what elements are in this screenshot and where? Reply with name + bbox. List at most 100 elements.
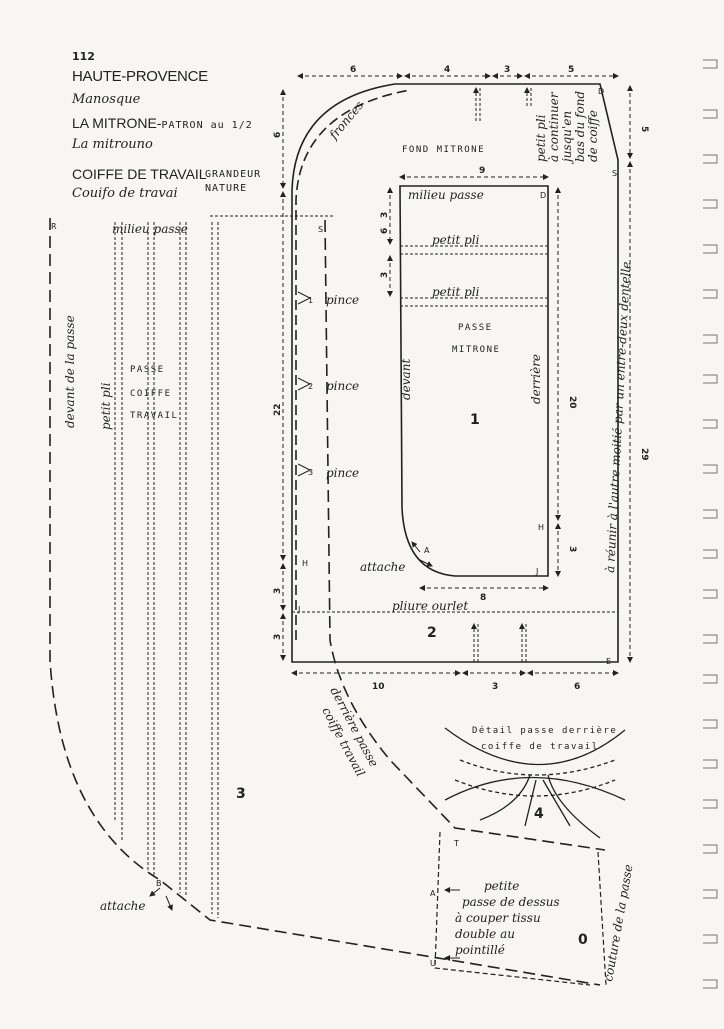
- passe-mitrone-label-1: PASSE: [458, 323, 493, 333]
- dim-inner-7: 8: [480, 593, 486, 603]
- cap-title: COIFFE DE TRAVAIL: [72, 166, 207, 182]
- attache-label-1: attache: [360, 560, 406, 574]
- pliure-ourlet-label: pliure ourlet: [392, 599, 468, 613]
- petite-passe-outline: [434, 831, 607, 986]
- reunir-label: à réunir à l'autre moitié par un entre-d…: [603, 261, 633, 573]
- point-r: R: [51, 222, 57, 231]
- petite-passe-line-4: double au: [455, 927, 515, 941]
- petit-pli-label-3: petit pli: [99, 382, 113, 430]
- petite-passe-line-1: petite: [484, 879, 519, 893]
- continuer-line-2: à continuer: [547, 91, 561, 162]
- grain-lines: [471, 87, 532, 664]
- dim-right-2: 29: [639, 448, 649, 461]
- dim-top-2: 4: [444, 65, 450, 75]
- milieu-passe-label-1: milieu passe: [408, 188, 484, 202]
- petite-passe-label: petite passe de dessus à couper tissu do…: [455, 879, 560, 957]
- dim-bottom-3: 6: [574, 682, 580, 692]
- dim-inner-1: 9: [479, 166, 485, 176]
- dim-inner-3: 6: [380, 228, 390, 234]
- point-j-1: J: [297, 605, 300, 614]
- dim-inner-4: 3: [380, 272, 390, 278]
- point-d-2: D: [540, 191, 546, 200]
- pince-label-3: pince: [326, 466, 359, 480]
- dim-right-1: 5: [639, 126, 649, 132]
- dim-bottom-2: 3: [492, 682, 498, 692]
- point-t: T: [453, 839, 459, 848]
- cap-size-line-2: NATURE: [205, 183, 248, 194]
- piece-0-number: 0: [578, 932, 588, 948]
- pince-label-2: pince: [326, 379, 359, 393]
- passe-coiffe-pleats: [114, 222, 219, 918]
- fond-mitrone-outline: [291, 83, 619, 663]
- point-a-1: A: [424, 546, 430, 555]
- point-s-2: S: [612, 169, 617, 178]
- detail-sketch: [444, 727, 626, 839]
- derriere-label: derrière: [529, 354, 543, 404]
- petite-passe-line-5: pointillé: [455, 943, 505, 957]
- pince-point-2: 2: [308, 382, 313, 391]
- passe-mitrone-outline: [399, 185, 549, 577]
- point-h-1: H: [302, 559, 308, 568]
- devant-passe-label: devant de la passe: [63, 315, 77, 428]
- piece-4-number: 4: [534, 806, 544, 822]
- attache-label-2: attache: [100, 899, 146, 913]
- pince-marks: [297, 291, 312, 477]
- milieu-passe-label-3: milieu passe: [112, 222, 188, 236]
- petit-pli-continuer-label: petit pli à continuer jusqu'en bas du fo…: [534, 91, 600, 165]
- continuer-line-5: de coiffe: [586, 110, 600, 162]
- petit-pli-label-2: petit pli: [432, 285, 480, 299]
- pattern-scale: PATRON au 1/2: [161, 120, 253, 131]
- petit-pli-lines: [210, 215, 618, 613]
- dim-left-1: 6: [273, 132, 283, 138]
- point-b: B: [156, 879, 162, 888]
- point-e: E: [606, 657, 611, 666]
- devant-label: devant: [399, 359, 413, 400]
- dim-left-4: 3: [273, 634, 283, 640]
- fronces-label: fronces: [326, 98, 366, 142]
- cap-local-name: Couifo de travai: [72, 186, 178, 201]
- pattern-title: LA MITRONE-PATRON au 1/2: [72, 115, 253, 131]
- piece-2-number: 2: [427, 625, 437, 641]
- continuer-line-1: petit pli: [534, 114, 548, 162]
- couture-passe-label: couture de la passe: [601, 863, 635, 982]
- dim-top-1: 6: [350, 65, 356, 75]
- binder-holes: [703, 59, 718, 989]
- dim-top-4: 5: [568, 65, 574, 75]
- point-u: U: [430, 959, 436, 968]
- detail-label-2: coiffe de travail: [481, 742, 599, 752]
- attache-arrows: [149, 541, 433, 911]
- petite-passe-line-3: à couper tissu: [455, 911, 541, 925]
- page-number: 112: [72, 50, 95, 63]
- pince-label-1: pince: [326, 293, 359, 307]
- piece-1-number: 1: [470, 412, 480, 428]
- fond-mitrone-label: FOND MITRONE: [402, 145, 485, 155]
- cap-size-line-1: GRANDEUR: [205, 169, 262, 180]
- point-s-1: S: [318, 225, 323, 234]
- continuer-line-3: jusqu'en: [560, 111, 574, 165]
- petite-passe-arrows: [444, 887, 460, 961]
- region-title: HAUTE-PROVENCE: [72, 68, 208, 85]
- dimension-lines: [280, 73, 633, 676]
- pince-point-3: 3: [308, 468, 313, 477]
- dim-left-2: 22: [273, 403, 283, 416]
- passe-coiffe-label-2: COIFFE: [130, 389, 172, 399]
- cap-size: GRANDEUR NATURE: [205, 168, 261, 196]
- passe-coiffe-label-3: TRAVAIL: [130, 411, 178, 421]
- dim-inner-6: 3: [567, 546, 577, 552]
- passe-coiffe-label-1: PASSE: [130, 365, 165, 375]
- detail-label-1: Détail passe derrière: [472, 725, 617, 736]
- dim-bottom-1: 10: [372, 682, 385, 692]
- pattern-local-name: La mitrouno: [72, 137, 153, 152]
- dim-inner-2: 3: [380, 212, 390, 218]
- passe-mitrone-label-2: MITRONE: [452, 345, 500, 355]
- point-a-2: A: [430, 889, 436, 898]
- piece-3-number: 3: [236, 786, 246, 802]
- city-name: Manosque: [72, 92, 141, 107]
- dim-left-3: 3: [273, 588, 283, 594]
- dim-top-3: 3: [504, 65, 510, 75]
- pattern-title-text: LA MITRONE-: [72, 115, 162, 131]
- continuer-line-4: bas du fond: [573, 91, 587, 162]
- point-j-2: J: [535, 567, 538, 576]
